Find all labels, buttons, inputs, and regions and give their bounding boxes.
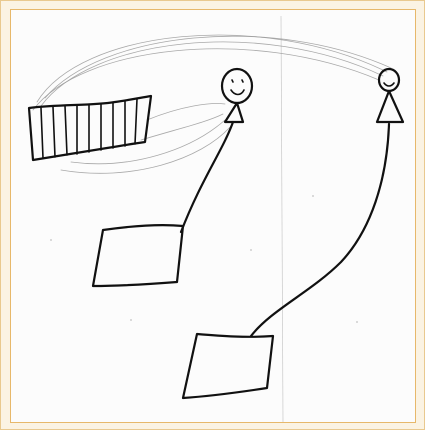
figure-body-right xyxy=(377,91,403,122)
string-right xyxy=(251,124,389,336)
sketch-canvas xyxy=(11,10,416,423)
figure-head-left xyxy=(222,69,252,103)
string-left xyxy=(181,122,233,232)
figure-head-right xyxy=(379,69,399,91)
box-bottom xyxy=(183,334,273,398)
smiling-figure-left xyxy=(222,69,252,122)
vertical-guide-line xyxy=(281,16,283,422)
figure-body-left xyxy=(225,103,243,122)
sketch-paper xyxy=(10,9,416,423)
figure-smile-right xyxy=(384,83,394,86)
smiling-figure-right xyxy=(377,69,403,122)
figure-smile-left xyxy=(231,90,244,95)
box-left xyxy=(93,225,183,286)
striped-banner xyxy=(29,96,151,160)
paper-specks xyxy=(50,195,357,322)
